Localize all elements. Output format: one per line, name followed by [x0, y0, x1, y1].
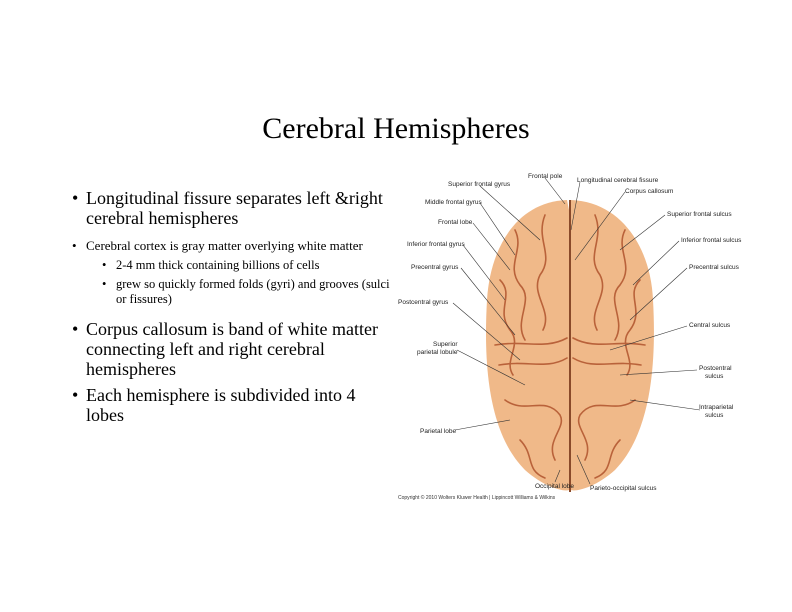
label-parieto-occipital-sulcus: Parieto-occipital sulcus — [590, 485, 657, 492]
bullet-corpus-callosum: Corpus callosum is band of white matter … — [72, 319, 392, 379]
label-parietal-lobe: Parietal lobe — [420, 428, 457, 435]
slide-title: Cerebral Hemispheres — [262, 112, 530, 145]
label-intraparietal-sulcus-line2: sulcus — [705, 412, 724, 419]
label-frontal-pole: Frontal pole — [528, 173, 563, 180]
bullet-longitudinal-fissure: Longitudinal fissure separates left &rig… — [72, 188, 392, 228]
figure-copyright: Copyright © 2010 Wolters Kluwer Health |… — [398, 494, 556, 501]
label-occipital-lobe: Occipital lobe — [535, 483, 574, 490]
label-precentral-gyrus: Precentral gyrus — [411, 264, 459, 271]
leader-lines — [452, 177, 701, 485]
label-inferior-frontal-sulcus: Inferior frontal sulcus — [681, 237, 742, 244]
label-longitudinal-cerebral-fissure: Longitudinal cerebral fissure — [577, 177, 659, 184]
label-frontal-lobe: Frontal lobe — [438, 219, 473, 226]
label-postcentral-sulcus-line1: Postcentral — [699, 365, 732, 372]
label-postcentral-gyrus: Postcentral gyrus — [398, 299, 449, 306]
brain-figure: Frontal pole Superior frontal gyrus Long… — [398, 173, 742, 501]
label-intraparietal-sulcus-line1: Intraparietal — [699, 404, 734, 411]
label-superior-parietal-lobule-line1: Superior — [433, 341, 458, 348]
label-corpus-callosum: Corpus callosum — [625, 188, 673, 195]
label-middle-frontal-gyrus: Middle frontal gyrus — [425, 199, 482, 206]
bullet-four-lobes: Each hemisphere is subdivided into 4 lob… — [72, 385, 392, 425]
subbullet-thickness: 2-4 mm thick containing billions of cell… — [102, 258, 392, 273]
brain-illustration — [485, 200, 654, 492]
subbullet-folds: grew so quickly formed folds (gyri) and … — [102, 277, 392, 307]
figure-labels: Frontal pole Superior frontal gyrus Long… — [398, 173, 742, 501]
bullet-list: Longitudinal fissure separates left &rig… — [72, 188, 392, 435]
bullet-cerebral-cortex: Cerebral cortex is gray matter overlying… — [72, 238, 392, 254]
label-superior-frontal-sulcus: Superior frontal sulcus — [667, 211, 732, 218]
label-superior-parietal-lobule-line2: parietal lobule — [417, 349, 458, 356]
label-postcentral-sulcus-line2: sulcus — [705, 373, 724, 380]
label-inferior-frontal-gyrus: Inferior frontal gyrus — [407, 241, 466, 248]
label-superior-frontal-gyrus: Superior frontal gyrus — [448, 181, 511, 188]
label-central-sulcus: Central sulcus — [689, 322, 731, 329]
label-precentral-sulcus: Precentral sulcus — [689, 264, 740, 271]
